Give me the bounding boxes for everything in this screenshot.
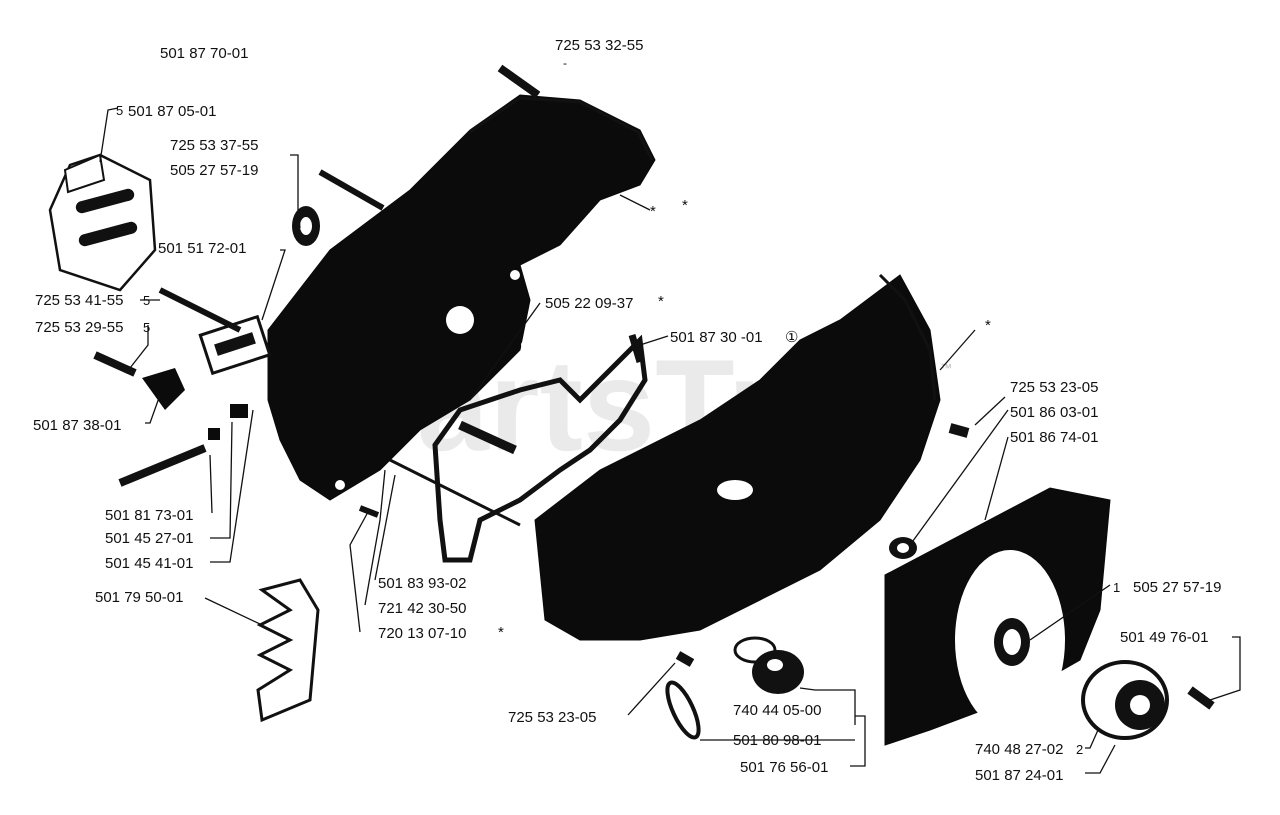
- label-501-51-72-01: 501 51 72-01: [158, 240, 246, 257]
- label-505-27-57-19-right: 505 27 57-19: [1133, 579, 1221, 596]
- label-725-53-37-55: 725 53 37-55: [170, 137, 258, 154]
- bar-plate: [48, 153, 157, 292]
- label-725-53-23-05-bottom: 725 53 23-05: [508, 709, 596, 726]
- label-501-83-93-02: 501 83 93-02: [378, 575, 466, 592]
- label-505-27-57-19-right-mark: 1: [1113, 580, 1120, 595]
- label-725-53-41-55-mark: 5: [143, 293, 150, 308]
- chain-catcher: [198, 314, 272, 376]
- label-725-53-41-55: 725 53 41-55: [35, 292, 123, 309]
- part-labels: 501 87 70-01 725 53 32-55 - 5 501 87 05-…: [33, 37, 1221, 784]
- label-740-48-27-02: 740 48 27-02: [975, 741, 1063, 758]
- label-501-87-05-01: 501 87 05-01: [128, 103, 216, 120]
- cover-plate: [884, 487, 1111, 746]
- label-725-53-29-55: 725 53 29-55: [35, 319, 123, 336]
- label-505-22-09-37: 505 22 09-37: [545, 295, 633, 312]
- label-501-87-38-01: 501 87 38-01: [33, 417, 121, 434]
- label-725-53-32-55: 725 53 32-55: [555, 37, 643, 54]
- asterisk-mark-1: *: [650, 203, 656, 220]
- label-725-53-23-05-right: 725 53 23-05: [1010, 379, 1098, 396]
- pulley-wheel: [1081, 660, 1169, 740]
- label-501-87-30-01: 501 87 30 -01: [670, 329, 763, 346]
- label-501-87-05-01-mark: 5: [116, 103, 123, 118]
- gasket: [389, 334, 648, 563]
- label-720-13-07-10: 720 13 07-10: [378, 625, 466, 642]
- bumper-spike: [256, 578, 320, 723]
- assembly-number: 501 87 70-01: [160, 45, 248, 62]
- label-720-13-07-10-asterisk: *: [498, 624, 504, 641]
- label-721-42-30-50: 721 42 30-50: [378, 600, 466, 617]
- label-740-44-05-00: 740 44 05-00: [733, 702, 821, 719]
- label-725-53-32-55-mark: -: [563, 56, 567, 70]
- watermark-trademark: ™: [940, 361, 952, 375]
- label-501-86-03-01: 501 86 03-01: [1010, 404, 1098, 421]
- label-501-86-74-01: 501 86 74-01: [1010, 429, 1098, 446]
- label-501-49-76-01: 501 49 76-01: [1120, 629, 1208, 646]
- asterisk-mark-3: *: [985, 317, 991, 334]
- label-501-45-41-01: 501 45 41-01: [105, 555, 193, 572]
- label-501-80-98-01: 501 80 98-01: [733, 732, 821, 749]
- left-crankcase-half: [267, 94, 656, 501]
- label-501-81-73-01: 501 81 73-01: [105, 507, 193, 524]
- label-501-87-30-01-mark: ①: [785, 329, 798, 346]
- label-501-76-56-01: 501 76 56-01: [740, 759, 828, 776]
- label-501-45-27-01: 501 45 27-01: [105, 530, 193, 547]
- leader-lines: [99, 107, 1241, 774]
- label-505-22-09-37-asterisk: *: [658, 293, 664, 310]
- asterisk-mark-2: *: [682, 197, 688, 214]
- right-crankcase-half: [534, 273, 941, 641]
- label-501-79-50-01: 501 79 50-01: [95, 589, 183, 606]
- label-740-48-27-02-mark: 2: [1076, 742, 1083, 757]
- label-725-53-29-55-mark: 5: [143, 320, 150, 335]
- oil-pump: [665, 636, 804, 740]
- label-505-27-57-19-left: 505 27 57-19: [170, 162, 258, 179]
- label-501-87-24-01: 501 87 24-01: [975, 767, 1063, 784]
- screws: [93, 64, 1215, 710]
